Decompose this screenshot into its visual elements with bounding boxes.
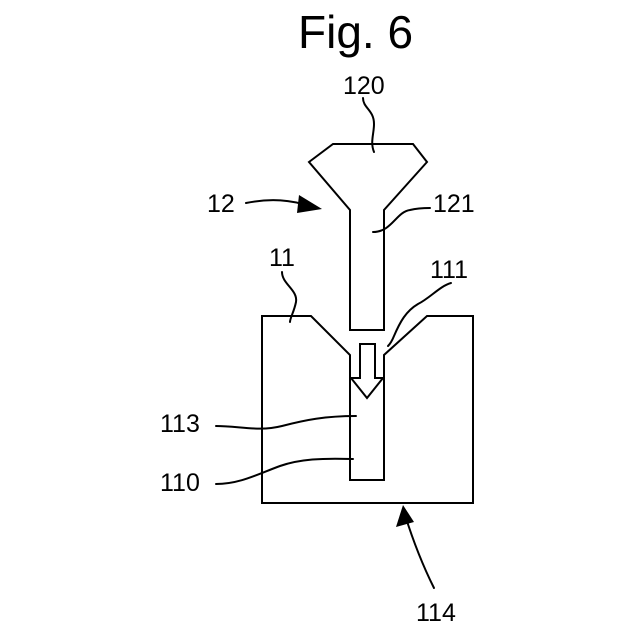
figure-title: Fig. 6 — [298, 6, 413, 58]
label-111: 111 — [430, 256, 468, 284]
insertion-arrow — [351, 344, 383, 398]
label-113: 113 — [160, 410, 200, 438]
leader-line-11 — [282, 272, 296, 322]
label-12: 12 — [207, 190, 235, 218]
leader-line-12 — [246, 200, 302, 204]
label-114: 114 — [416, 599, 456, 627]
label-110: 110 — [160, 469, 200, 497]
leader-line-114 — [405, 515, 434, 588]
arrowhead-12 — [297, 195, 322, 213]
label-121: 121 — [433, 190, 475, 218]
label-120: 120 — [343, 72, 385, 100]
insert-part — [309, 144, 427, 330]
arrowhead-114 — [396, 505, 414, 527]
label-11: 11 — [269, 244, 295, 272]
